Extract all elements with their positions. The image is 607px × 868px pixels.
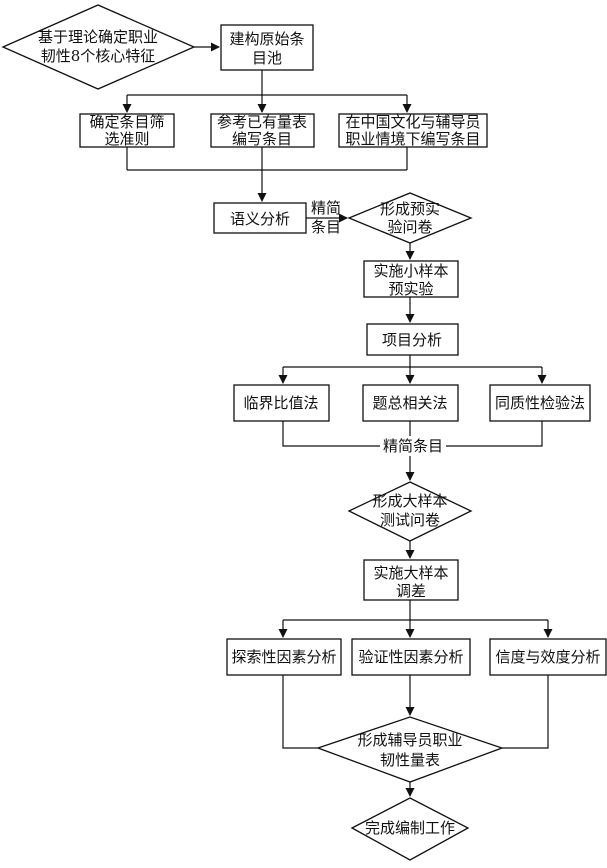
edge-label-refine-items: 精简 条目 (311, 199, 341, 236)
merge-label-refine-items: 精简条目 (383, 437, 443, 455)
node-pretest-questionnaire-line2: 验问卷 (387, 218, 432, 236)
node-resilience-scale-line1: 形成辅导员职业 (357, 731, 462, 749)
node-large-sample-questionnaire-line1: 形成大样本 (372, 492, 447, 510)
node-item-total-correlation: 题总相关法 (362, 384, 459, 422)
edge-homogeneity-merge (446, 421, 543, 447)
node-complete-compilation-label: 完成编制工作 (365, 819, 455, 837)
node-cultural-context: 在中国文化与辅导员 职业情境下编写条目 (338, 113, 488, 148)
node-cfa-label: 验证性因素分析 (358, 648, 463, 666)
node-exploratory-factor-analysis: 探索性因素分析 (226, 638, 342, 676)
node-item-analysis-label: 项目分析 (382, 331, 442, 349)
node-core-features-line2: 韧性8个核心特征 (41, 47, 156, 65)
node-pretest-questionnaire-line1: 形成预实 (380, 200, 440, 218)
node-small-sample-pretest-line2: 预实验 (388, 280, 433, 298)
node-reference-scales-line2: 编写条目 (232, 130, 292, 148)
node-large-sample-survey-line1: 实施大样本 (373, 564, 448, 582)
node-resilience-scale-line2: 韧性量表 (380, 751, 440, 769)
node-cultural-context-line2: 职业情境下编写条目 (345, 130, 480, 148)
node-core-features-line1: 基于理论确定职业 (38, 28, 158, 46)
node-critical-ratio: 临界比值法 (233, 384, 330, 422)
node-small-sample-pretest: 实施小样本 预实验 (363, 260, 459, 298)
node-complete-compilation: 完成编制工作 (350, 797, 470, 861)
node-screening-criteria-line1: 确定条目筛 (89, 113, 164, 131)
edge-critical-ratio-merge (282, 421, 380, 447)
node-large-sample-survey: 实施大样本 调差 (363, 559, 459, 601)
node-large-sample-questionnaire-line2: 测试问卷 (380, 511, 440, 529)
edge-label-refine-line1: 精简 (311, 199, 341, 217)
connectors (122, 42, 553, 797)
node-item-pool: 建构原始条 目池 (220, 24, 314, 71)
node-screening-criteria-line2: 选准则 (104, 130, 149, 148)
edge-label-refine-line2: 条目 (311, 218, 341, 236)
edge-efa-merge (282, 675, 318, 749)
node-homogeneity-test: 同质性检验法 (489, 384, 591, 422)
edge-reliability-merge (502, 675, 549, 749)
node-critical-ratio-label: 临界比值法 (243, 394, 318, 412)
node-item-total-correlation-label: 题总相关法 (372, 394, 447, 412)
node-item-pool-line1: 建构原始条 (229, 30, 304, 48)
node-pretest-questionnaire: 形成预实 验问卷 (347, 192, 473, 244)
node-small-sample-pretest-line1: 实施小样本 (373, 262, 448, 280)
node-screening-criteria: 确定条目筛 选准则 (79, 113, 175, 148)
node-homogeneity-test-label: 同质性检验法 (495, 394, 585, 412)
node-reference-scales-line1: 参考已有量表 (217, 113, 307, 131)
node-reliability-validity: 信度与效度分析 (489, 638, 607, 676)
node-core-features: 基于理论确定职业 韧性8个核心特征 (1, 4, 196, 90)
node-cultural-context-line1: 在中国文化与辅导员 (345, 113, 480, 131)
node-reliability-validity-label: 信度与效度分析 (495, 648, 600, 666)
node-confirmatory-factor-analysis: 验证性因素分析 (351, 638, 471, 676)
node-semantic-analysis: 语义分析 (213, 202, 307, 234)
node-reference-scales: 参考已有量表 编写条目 (210, 113, 315, 148)
node-efa-label: 探索性因素分析 (231, 648, 336, 666)
node-large-sample-survey-line2: 调差 (396, 582, 426, 600)
node-resilience-scale: 形成辅导员职业 韧性量表 (316, 716, 504, 783)
node-large-sample-questionnaire: 形成大样本 测试问卷 (347, 481, 473, 542)
node-semantic-analysis-label: 语义分析 (230, 210, 290, 228)
node-item-pool-line2: 目池 (252, 49, 282, 67)
node-item-analysis: 项目分析 (366, 323, 459, 356)
